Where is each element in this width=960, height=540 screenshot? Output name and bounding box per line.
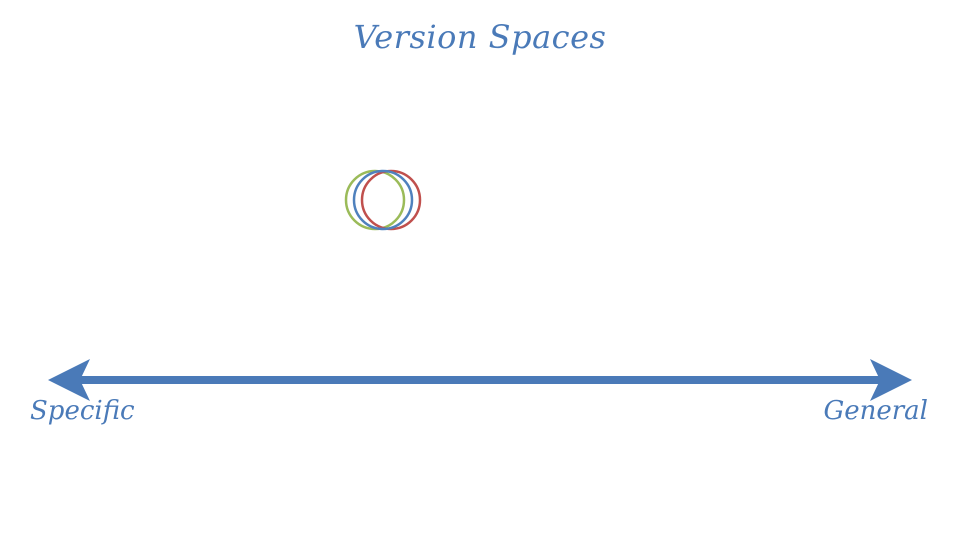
- general-label: General: [823, 396, 928, 426]
- blue-circle: [352, 169, 414, 231]
- hypothesis-circles: [344, 169, 422, 231]
- specific-general-axis: [48, 359, 912, 401]
- right-arrowhead: [870, 359, 912, 401]
- specific-label: Specific: [30, 396, 135, 426]
- slide-title: Version Spaces: [353, 18, 607, 56]
- left-arrowhead: [48, 359, 90, 401]
